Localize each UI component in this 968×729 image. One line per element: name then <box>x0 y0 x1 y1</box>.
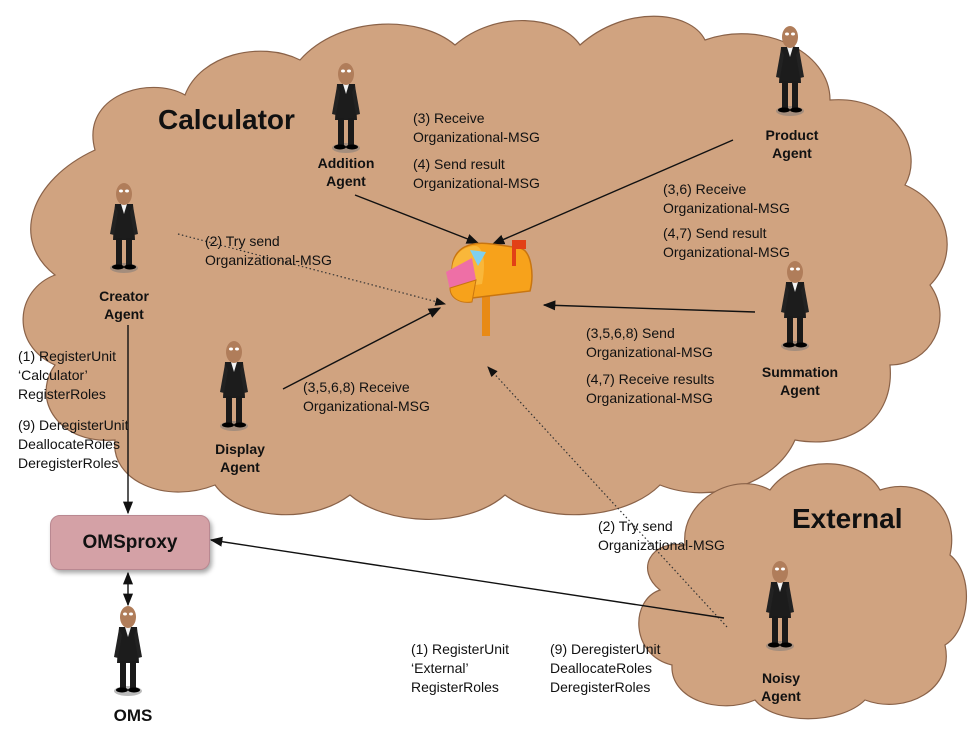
summation-agent-label: Summation Agent <box>761 364 839 398</box>
mailbox-icon <box>446 240 533 336</box>
noisy-to-omsproxy-arrow <box>209 536 725 619</box>
noisy-register-label: (1) RegisterUnit ‘External’ RegisterRole… <box>411 641 510 695</box>
addition-agent-label: Addition Agent <box>317 155 375 189</box>
display-receive-label: (3,5,6,8) Receive Organizational-MSG <box>303 379 430 414</box>
product-to-mailbox-arrow <box>491 139 734 245</box>
product-agent-label: Product Agent <box>765 127 819 161</box>
addition-to-mailbox-arrow <box>354 194 480 244</box>
creator-agent-label: Creator Agent <box>99 288 149 322</box>
product-send-label: (4,7) Send result Organizational-MSG <box>663 225 790 260</box>
display-to-mailbox-arrow <box>282 307 442 390</box>
oms-agent-icon <box>114 606 142 696</box>
omsproxy-box: OMSproxy <box>50 515 210 570</box>
noisy-agent-label: Noisy Agent <box>761 670 801 704</box>
noisy-deregister-label: (9) DeregisterUnit DeallocateRoles Dereg… <box>550 641 661 695</box>
oms-label: OMS <box>113 706 153 725</box>
calculator-title: Calculator <box>158 104 295 135</box>
addition-receive-label: (3) Receive Organizational-MSG <box>413 110 540 145</box>
product-receive-label: (3,6) Receive Organizational-MSG <box>663 181 790 216</box>
external-cloud <box>638 463 968 720</box>
omsproxy-label: OMSproxy <box>82 531 178 553</box>
external-title: External <box>792 503 903 534</box>
noisy-try-send-label: (2) Try send Organizational-MSG <box>598 518 725 553</box>
addition-send-label: (4) Send result Organizational-MSG <box>413 156 540 191</box>
display-agent-label: Display Agent <box>215 441 265 475</box>
summation-receive-label: (4,7) Receive results Organizational-MSG <box>586 371 715 406</box>
creator-deregister-label: (9) DeregisterUnit DeallocateRoles Dereg… <box>18 417 129 471</box>
creator-register-label: (1) RegisterUnit ‘Calculator’ RegisterRo… <box>18 348 117 402</box>
creator-try-send-label: (2) Try send Organizational-MSG <box>205 233 332 268</box>
noisy-to-mailbox-dotted-arrow <box>487 366 728 628</box>
summation-send-label: (3,5,6,8) Send Organizational-MSG <box>586 325 713 360</box>
summation-to-mailbox-arrow <box>542 300 756 313</box>
